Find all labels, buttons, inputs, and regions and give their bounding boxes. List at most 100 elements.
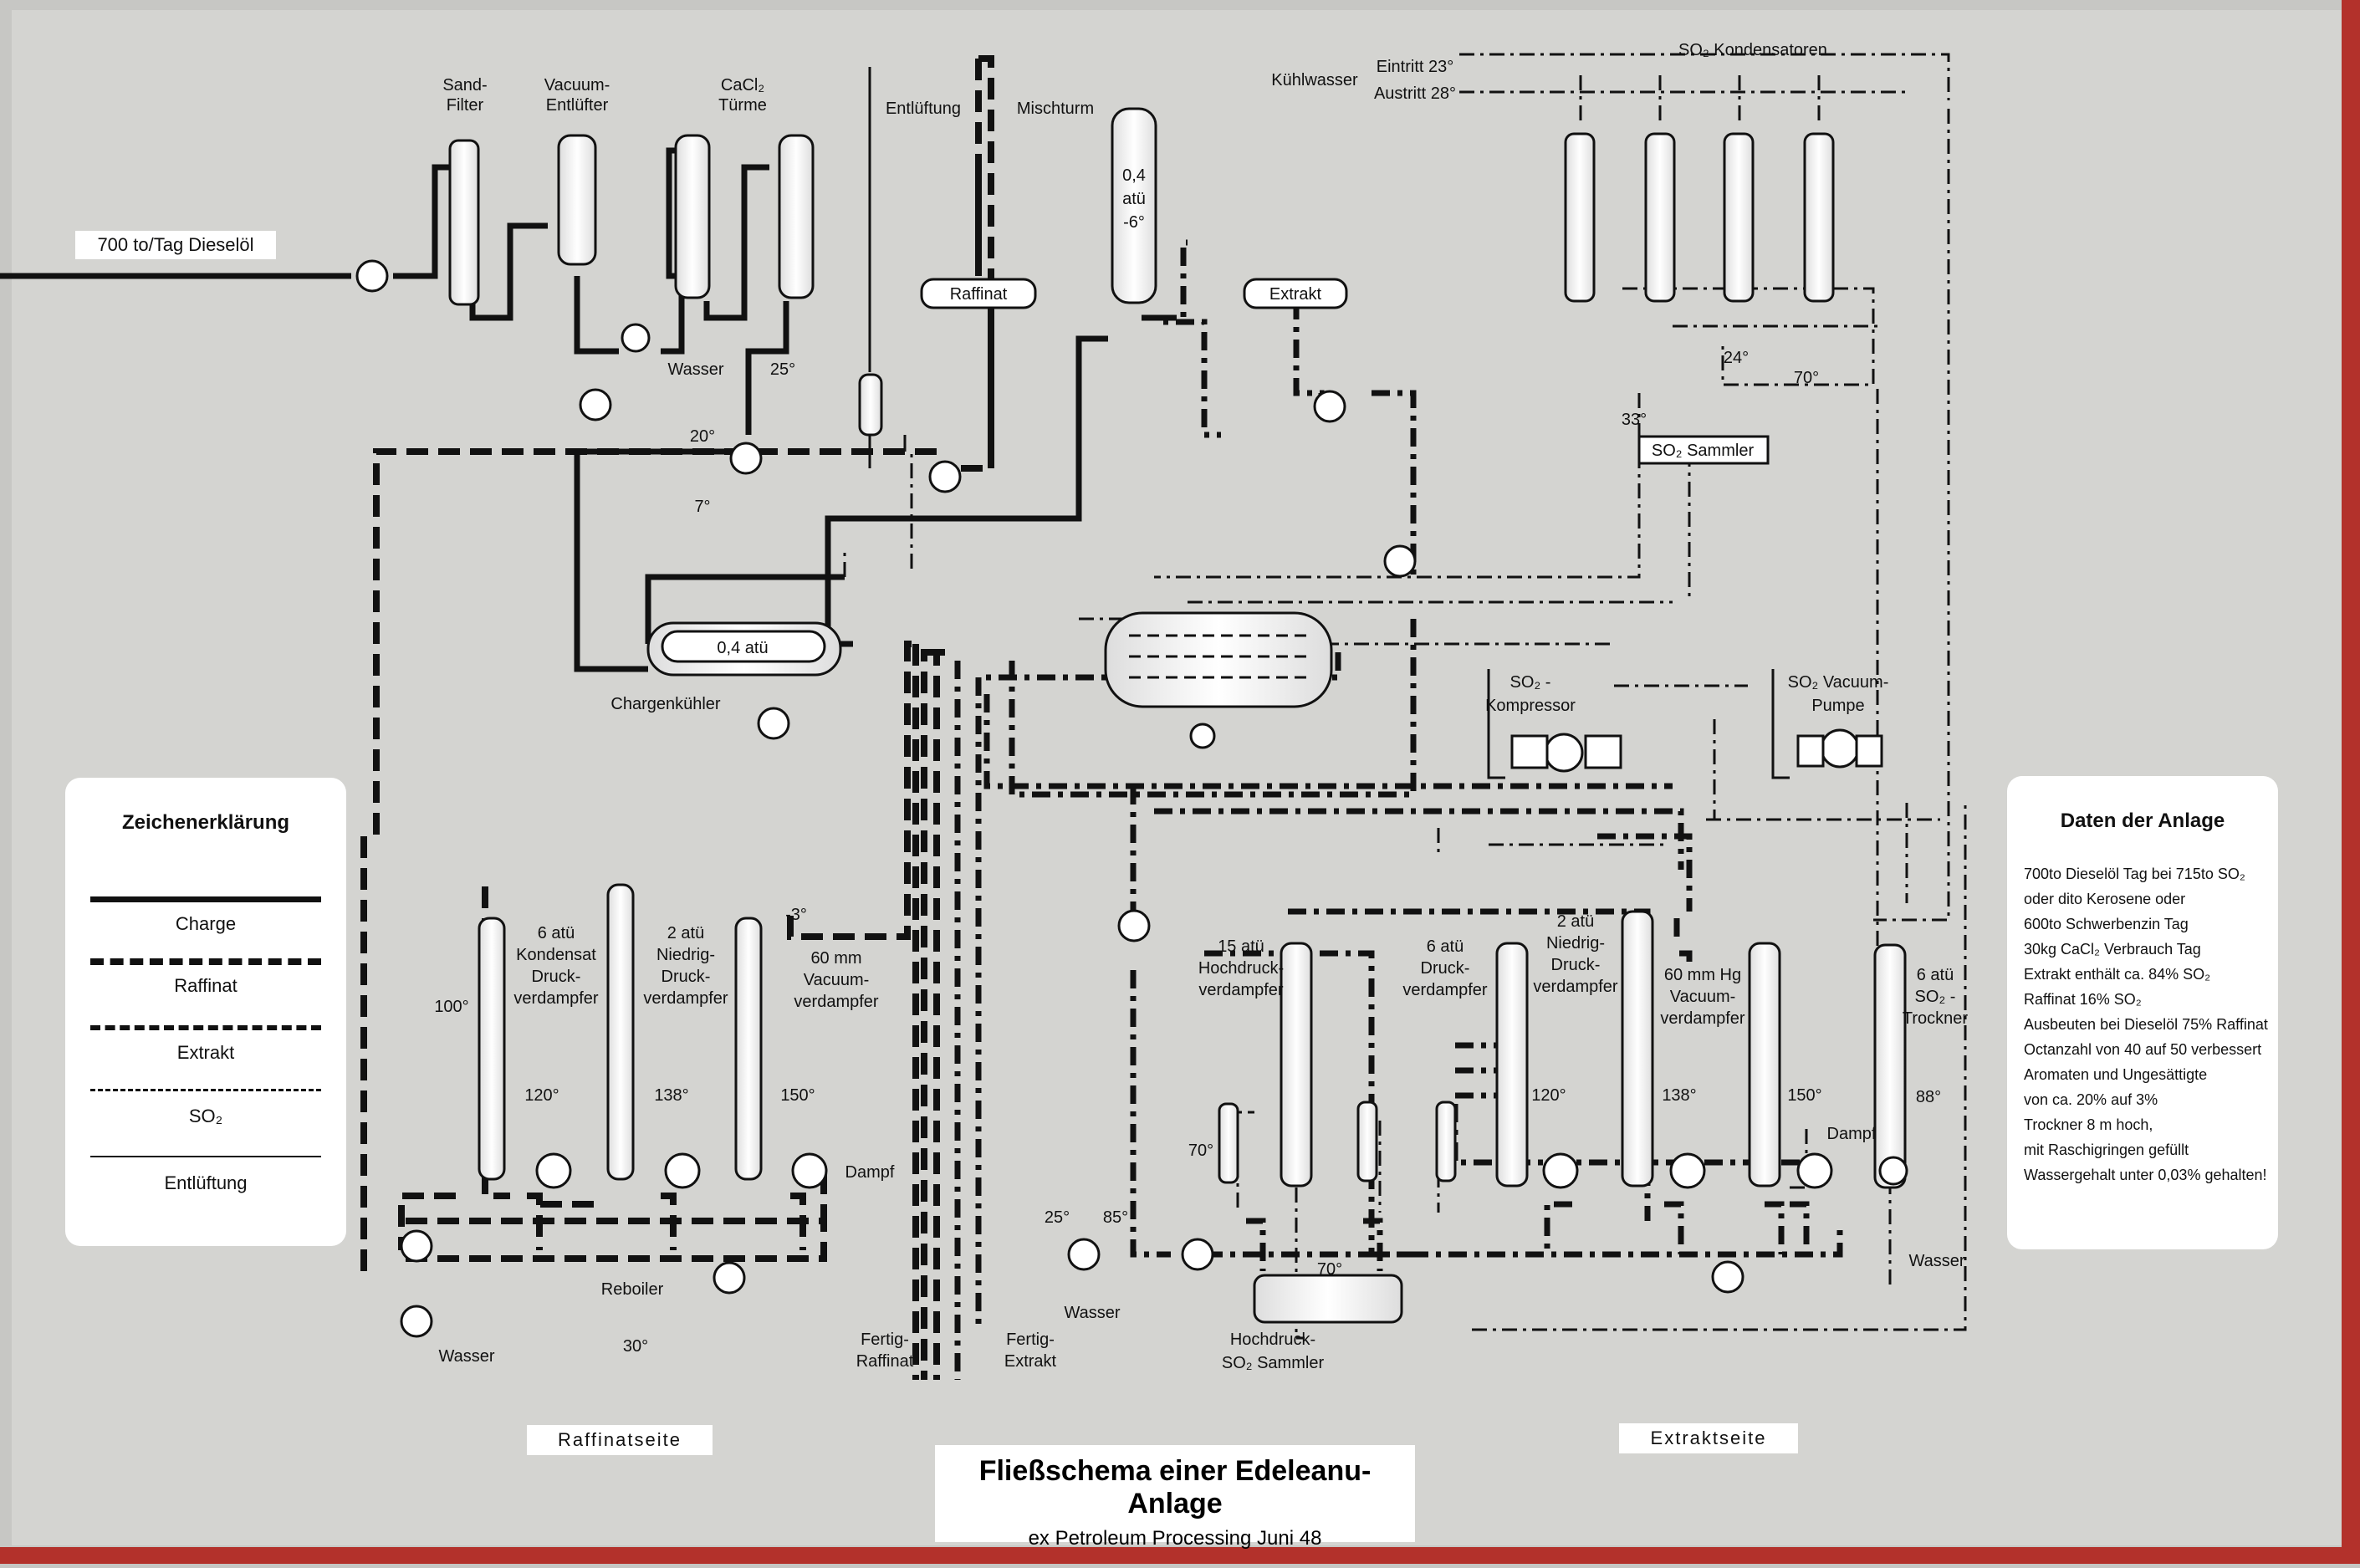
t100-label: 100° xyxy=(434,998,468,1016)
niedrig-verdampfer-l-3: Druck- xyxy=(662,968,711,986)
legend-line-entlueftung xyxy=(90,1156,321,1157)
legend-title: Zeichenerklärung xyxy=(121,811,290,834)
hochdruck-verdampfer-3: verdampfer xyxy=(1198,981,1283,999)
extrakt-lines xyxy=(954,239,1843,1380)
t-minus3-label: -3° xyxy=(785,906,807,924)
t138-label-r: 138° xyxy=(1662,1086,1696,1105)
kondensat-verdampfer-4: verdampfer xyxy=(513,989,598,1008)
data-line: 30kg CaCl₂ Verbrauch Tag xyxy=(2024,941,2201,958)
side-label-right: Extraktseite xyxy=(1619,1423,1798,1453)
t20-label: 20° xyxy=(690,427,715,446)
reboilers xyxy=(535,1152,1833,1189)
so2-kondensatoren-label: SO₂ Kondensatoren xyxy=(1678,41,1827,59)
entlueftung-label: Entlüftung xyxy=(886,100,961,118)
fertig-raffinat-1: Fertig- xyxy=(861,1331,909,1349)
data-box: Daten der Anlage 700to Dieselöl Tag bei … xyxy=(2007,776,2278,1249)
data-line: oder dito Kerosene oder xyxy=(2024,891,2186,907)
legend-row-charge: Charge xyxy=(90,886,321,945)
raffinat-label: Raffinat xyxy=(950,285,1008,304)
hochdruck-sammler-1: Hochdruck- xyxy=(1230,1331,1315,1349)
austritt-label: Austritt 28° xyxy=(1374,84,1456,103)
druck-verdampfer-r-3: verdampfer xyxy=(1402,981,1487,999)
legend-label-entlueftung: Entlüftung xyxy=(164,1172,248,1193)
data-line: Octanzahl von 40 auf 50 verbessert xyxy=(2024,1041,2262,1058)
kuehlwasser-label: Kühlwasser xyxy=(1271,71,1358,89)
druck-verdampfer-r-1: 6 atü xyxy=(1427,937,1464,956)
niedrig-verdampfer-r-3: Druck- xyxy=(1551,956,1601,974)
feed-label: 700 to/Tag Dieselöl xyxy=(97,234,253,255)
legend-label-raffinat: Raffinat xyxy=(174,975,238,996)
entlueftung-lines xyxy=(868,67,1790,779)
sand-filter-label-2: Filter xyxy=(447,96,484,115)
wasser-label-top: Wasser xyxy=(667,360,723,379)
t120-label-r: 120° xyxy=(1531,1086,1566,1105)
data-line: Ausbeuten bei Dieselöl 75% Raffinat xyxy=(2024,1016,2268,1033)
wasser-label-mid: Wasser xyxy=(1064,1304,1120,1322)
data-line: 600to Schwerbenzin Tag xyxy=(2024,916,2189,932)
vacuum-entluefter-label-1: Vacuum- xyxy=(544,76,610,94)
fertig-extrakt-1: Fertig- xyxy=(1006,1331,1055,1349)
vacuum-verdampfer-l-3: verdampfer xyxy=(794,993,878,1011)
legend-line-charge xyxy=(90,896,321,902)
t70-label-sammler: 70° xyxy=(1317,1260,1342,1279)
t30-label: 30° xyxy=(623,1337,648,1356)
niedrig-verdampfer-r-4: verdampfer xyxy=(1533,978,1617,996)
data-line: Trockner 8 m hoch, xyxy=(2024,1116,2153,1133)
t25-label: 25° xyxy=(770,360,795,379)
data-box-title: Daten der Anlage xyxy=(2060,810,2225,832)
legend-row-raffinat: Raffinat xyxy=(90,948,321,1007)
vacuum-verdampfer-r-2: Vacuum- xyxy=(1670,988,1736,1006)
legend-label-so2: SO₂ xyxy=(188,1106,223,1126)
so2-kompressor-label-2: Kompressor xyxy=(1485,697,1576,715)
niedrig-verdampfer-l-4: verdampfer xyxy=(643,989,728,1008)
eintritt-label: Eintritt 23° xyxy=(1377,58,1453,76)
t70-label-top: 70° xyxy=(1794,369,1819,387)
so2-vacuumpumpe-label-2: Pumpe xyxy=(1811,697,1864,715)
data-box-lines: 700to Dieselöl Tag bei 715to SO₂ oder di… xyxy=(2024,861,2268,1187)
hochdruck-verdampfer-1: 15 atü xyxy=(1218,937,1264,956)
title-block: Fließschema einer Edeleanu-Anlage ex Pet… xyxy=(935,1445,1415,1550)
trockner-1: 6 atü xyxy=(1917,966,1954,984)
kondensat-verdampfer-1: 6 atü xyxy=(538,924,575,942)
page-title: Fließschema einer Edeleanu-Anlage xyxy=(978,1455,1372,1519)
mischturm-cond-3: -6° xyxy=(1123,213,1145,232)
page-subtitle: ex Petroleum Processing Juni 48 xyxy=(1028,1527,1322,1550)
wasser-label-l: Wasser xyxy=(438,1347,494,1366)
t70-label-r: 70° xyxy=(1188,1142,1213,1160)
equipment xyxy=(448,107,1907,1324)
so2-kompressor-label-1: SO₂ - xyxy=(1510,673,1551,692)
t150-label-l: 150° xyxy=(780,1086,815,1105)
legend-box: Zeichenerklärung Charge Raffinat Extrakt… xyxy=(65,778,346,1246)
data-line: 700to Dieselöl Tag bei 715to SO₂ xyxy=(2024,866,2245,882)
t33-label: 33° xyxy=(1622,411,1647,429)
data-line: Wassergehalt unter 0,03% gehalten! xyxy=(2024,1167,2267,1183)
t138-label-l: 138° xyxy=(654,1086,688,1105)
vacuum-verdampfer-l-2: Vacuum- xyxy=(804,971,870,989)
sand-filter-label-1: Sand- xyxy=(442,76,487,94)
data-line: Extrakt enthält ca. 84% SO₂ xyxy=(2024,966,2211,983)
trockner-3: Trockner xyxy=(1903,1009,1969,1028)
dampf-label-l: Dampf xyxy=(845,1163,895,1182)
legend-line-so2 xyxy=(90,1089,321,1091)
cacl2-label-1: CaCl₂ xyxy=(721,76,764,94)
hochdruck-verdampfer-2: Hochdruck- xyxy=(1198,959,1284,978)
data-line: Raffinat 16% SO₂ xyxy=(2024,991,2142,1008)
fertig-extrakt-2: Extrakt xyxy=(1004,1352,1057,1371)
chargenkuehler-label: Chargenkühler xyxy=(610,695,721,713)
legend-label-charge: Charge xyxy=(175,913,237,934)
legend-line-extrakt xyxy=(90,1025,321,1030)
heat-exchangers xyxy=(400,323,1908,1338)
mischturm-cond-2: atü xyxy=(1122,190,1146,208)
reboiler-label: Reboiler xyxy=(601,1280,664,1299)
data-line: Aromaten und Ungesättigte xyxy=(2024,1066,2208,1083)
t25-label-r: 25° xyxy=(1045,1208,1070,1227)
t24-label: 24° xyxy=(1724,349,1749,367)
vacuum-verdampfer-r-1: 60 mm Hg xyxy=(1664,966,1741,984)
kondensat-verdampfer-2: Kondensat xyxy=(516,946,596,964)
extrakt-label: Extrakt xyxy=(1269,285,1322,304)
cacl2-label-2: Türme xyxy=(718,96,767,115)
chargenkuehler-p-label: 0,4 atü xyxy=(717,639,768,657)
t7-label: 7° xyxy=(694,498,710,516)
